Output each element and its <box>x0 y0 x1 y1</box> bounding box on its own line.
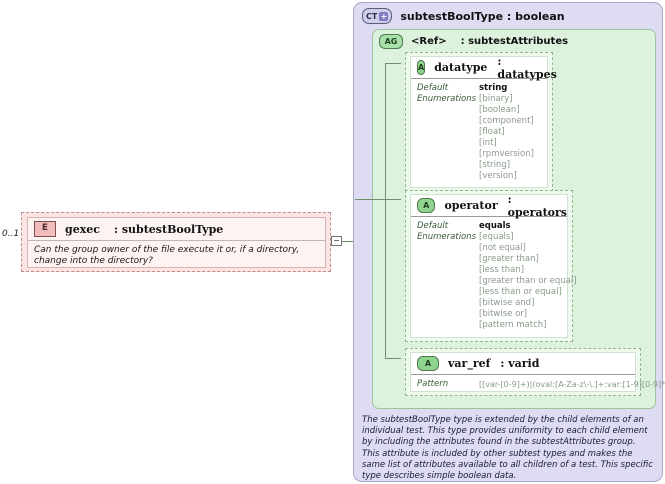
element-documentation: Can the group owner of the file execute … <box>34 245 300 266</box>
tree-branch-varref <box>385 358 401 359</box>
enum-item: [binary] <box>479 94 513 104</box>
facet-value-column: [[var-[0-9]+)|(oval:[A-Za-z\-\.]+:var:[1… <box>479 379 665 390</box>
complextype-badge-label: CT <box>366 11 378 21</box>
tree-trunk <box>385 63 386 358</box>
facet-pattern-value: [[var-[0-9]+)|(oval:[A-Za-z\-\.]+:var:[1… <box>479 380 665 389</box>
attribute-varref[interactable]: A var_ref : varid Pattern [[var-[0-9]+)|… <box>405 348 665 396</box>
element-badge-icon: E <box>34 221 56 237</box>
enum-item: [version] <box>479 171 517 181</box>
enum-item: [boolean] <box>479 105 520 115</box>
enum-item: [string] <box>479 160 511 170</box>
attribute-name: operator <box>444 199 498 212</box>
attribute-facets: Default Enumerations equals [equals] [no… <box>411 217 577 331</box>
cardinality-label: 0..1 <box>2 229 20 239</box>
element-name: gexec <box>65 222 100 236</box>
enum-item: [less than or equal] <box>479 287 562 297</box>
element-type: : subtestBoolType <box>113 222 224 236</box>
facet-label-enumerations: Enumerations <box>417 232 477 242</box>
facet-label-column: Default Enumerations <box>417 221 479 331</box>
facet-label-column: Pattern <box>417 379 479 390</box>
enum-item: [not equal] <box>479 243 526 253</box>
facet-label-enumerations: Enumerations <box>417 94 477 104</box>
tree-branch-datatype <box>385 63 401 64</box>
enum-item: [pattern match] <box>479 320 547 330</box>
facet-value-column: string [binary] [boolean] [component] [f… <box>479 83 547 182</box>
complextype-badge-icon: CT+ <box>362 8 393 24</box>
attribute-facets: Pattern [[var-[0-9]+)|(oval:[A-Za-z\-\.]… <box>411 375 665 390</box>
enum-item: [int] <box>479 138 497 148</box>
attribute-datatype-header: A datatype : datatypes <box>411 55 557 81</box>
attribute-type: : operators <box>507 192 567 219</box>
attribute-facets: Default Enumerations string [binary] [bo… <box>411 79 547 182</box>
attributegroup-ref: <Ref> <box>411 36 447 47</box>
facet-label-column: Default Enumerations <box>417 83 479 182</box>
enum-item: [greater than] <box>479 254 539 264</box>
attribute-name: datatype <box>434 61 488 74</box>
enum-item: [bitwise or] <box>479 309 528 319</box>
attribute-varref-inner: A var_ref : varid Pattern [[var-[0-9]+)|… <box>410 352 665 392</box>
enum-item: [float] <box>479 127 505 137</box>
enum-item: [less than] <box>479 265 525 275</box>
tree-branch-operator <box>385 199 401 200</box>
attribute-varref-header: A var_ref : varid <box>411 353 635 375</box>
attribute-type: : datatypes <box>497 54 557 81</box>
attributegroup-badge-icon: AG <box>379 34 403 49</box>
facet-default-value: string <box>479 83 508 93</box>
enum-item: [rpmversion] <box>479 149 534 159</box>
complextype-documentation: The subtestBoolType type is extended by … <box>362 415 653 482</box>
attributegroup-ref-type: : subtestAttributes <box>460 36 569 47</box>
complextype-header: CT+ subtestBoolType : boolean <box>362 8 565 24</box>
enum-item: [greater than or equal] <box>479 276 577 286</box>
facet-label-default: Default <box>417 221 449 231</box>
element-header: E gexec : subtestBoolType <box>28 218 325 241</box>
complextype-panel: CT+ subtestBoolType : boolean AG <Ref> :… <box>353 2 665 482</box>
enum-item: [bitwise and] <box>479 298 535 308</box>
attributegroup-panel: AG <Ref> : subtestAttributes A datatype … <box>355 29 665 409</box>
attribute-badge-icon: A <box>417 356 439 371</box>
attribute-datatype-inner: A datatype : datatypes Default Enumerati… <box>410 55 557 188</box>
attribute-badge-icon: A <box>417 198 436 213</box>
plus-icon: + <box>379 11 389 21</box>
element-gexec[interactable]: E gexec : subtestBoolType Can the group … <box>21 212 331 272</box>
attribute-operator-header: A operator : operators <box>411 192 567 219</box>
enum-item: [equals] <box>479 232 514 242</box>
attribute-datatype[interactable]: A datatype : datatypes Default Enumerati… <box>405 52 557 192</box>
attribute-operator-inner: A operator : operators Default Enumerati… <box>410 192 577 338</box>
facet-value-column: equals [equals] [not equal] [greater tha… <box>479 221 577 331</box>
facet-default-value: equals <box>479 221 511 231</box>
attribute-operator[interactable]: A operator : operators Default Enumerati… <box>405 190 577 342</box>
enum-item: [component] <box>479 116 534 126</box>
tree-stem-in <box>355 199 385 200</box>
attribute-type: : varid <box>500 357 540 370</box>
attribute-badge-icon: A <box>417 60 426 75</box>
attribute-name: var_ref <box>448 357 491 370</box>
facet-label-pattern: Pattern <box>417 379 449 389</box>
attributegroup-header: AG <Ref> : subtestAttributes <box>379 34 568 49</box>
complextype-title: subtestBoolType : boolean <box>400 9 565 23</box>
facet-label-default: Default <box>417 83 449 93</box>
connector-line <box>341 241 353 242</box>
element-gexec-inner: E gexec : subtestBoolType Can the group … <box>27 217 326 268</box>
